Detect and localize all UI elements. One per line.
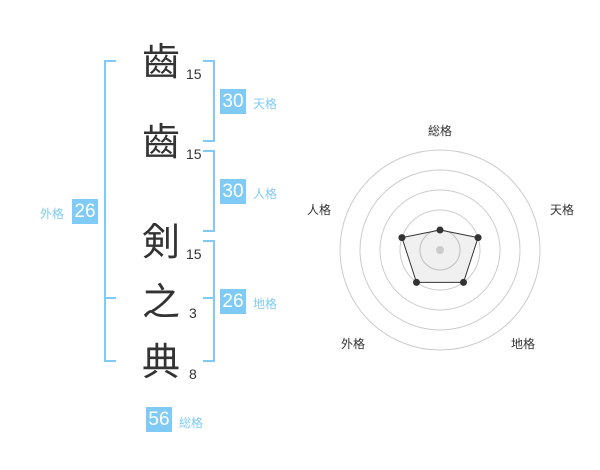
chikaku-value: 26: [220, 289, 246, 314]
radar-ring: [399, 209, 481, 291]
chikaku-bracket: [203, 240, 215, 362]
radar-polygon: [401, 229, 479, 283]
soukaku-value: 56: [146, 407, 172, 432]
name-char: 之: [141, 280, 180, 324]
radar-label-chikaku: 地格: [511, 337, 536, 351]
radar-point: [460, 278, 468, 286]
bracket-tick: [104, 297, 116, 299]
radar-label-soukaku: 総格: [428, 124, 453, 138]
stroke-count: 15: [186, 246, 202, 262]
tenkaku-bracket: [203, 60, 215, 142]
radar-label-jinkaku: 人格: [307, 203, 332, 217]
radar-point: [436, 226, 444, 234]
gaikaku-value: 26: [72, 199, 98, 224]
stroke-count: 8: [189, 366, 197, 382]
radar-label-tenkaku: 天格: [550, 203, 575, 217]
radar-center: [436, 246, 444, 254]
radar-ring: [339, 149, 541, 351]
name-char: 齒: [141, 40, 180, 84]
stroke-count: 3: [189, 305, 197, 321]
name-char: 典: [141, 340, 180, 384]
radar-point: [412, 278, 420, 286]
gaikaku-label: 外格: [40, 207, 65, 221]
radar-ring: [359, 169, 521, 331]
radar-ring: [379, 189, 501, 311]
jinkaku-label: 人格: [253, 187, 278, 201]
tenkaku-label: 天格: [253, 97, 278, 111]
jinkaku-bracket: [203, 150, 215, 232]
bracket-tick: [203, 297, 215, 299]
radar-point: [398, 234, 406, 242]
stroke-count: 15: [186, 66, 202, 82]
name-char: 齒: [141, 120, 180, 164]
tenkaku-value: 30: [220, 89, 246, 114]
gaikaku-bracket: [104, 60, 116, 362]
name-char: 剣: [141, 220, 180, 264]
radar-label-gaikaku: 外格: [341, 337, 366, 351]
soukaku-label: 総格: [179, 416, 204, 430]
jinkaku-value: 30: [220, 179, 246, 204]
chikaku-label: 地格: [253, 297, 278, 311]
stroke-count: 15: [186, 146, 202, 162]
radar-point: [474, 234, 482, 242]
